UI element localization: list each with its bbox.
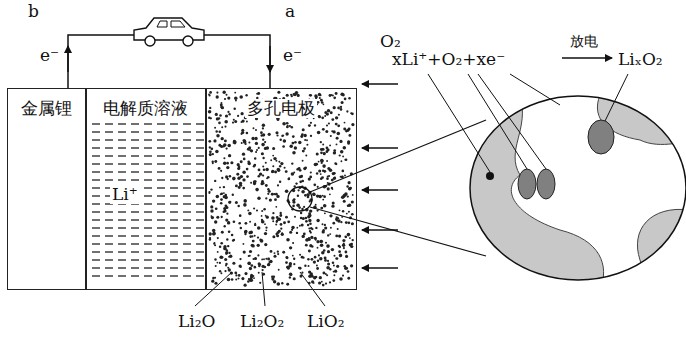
equation-leaders [428,74,628,172]
text-label: LiO₂ [307,312,344,331]
region-label: Li⁺ [110,185,140,204]
oxygen-arrows [362,84,398,268]
external-wire [68,35,270,88]
zoom-ellipse [470,96,686,280]
zoom-circle [288,187,312,211]
text-label: e⁻ [283,46,302,65]
text-label: Li₂O [178,312,215,331]
region-label: 多孔电极 [245,99,317,118]
porous-dots [208,91,355,287]
text-label: b [28,2,39,21]
battery-region: 多孔电极 [205,88,357,290]
text-label: O₂ [380,32,401,51]
zoom-ellipse-content [460,90,686,290]
text-label: LiₓO₂ [618,50,663,69]
text-label: e⁻ [40,46,59,65]
product-leaders [195,272,325,306]
text-label: xLi⁺+O₂+xe⁻ [392,50,505,69]
text-label: a [285,2,295,21]
reaction-arrow [562,57,612,58]
text-label: Li₂O₂ [240,312,284,331]
region-label: 金属锂 [19,99,74,118]
battery-region: 金属锂 [7,88,87,290]
battery-region: 电解质溶液 Li⁺ [85,88,207,290]
region-label: 电解质溶液 [101,99,190,118]
zoom-line [310,120,486,192]
electrolyte-dashes [92,124,204,276]
text-label: 放电 [570,34,598,49]
zoom-line [310,207,486,256]
